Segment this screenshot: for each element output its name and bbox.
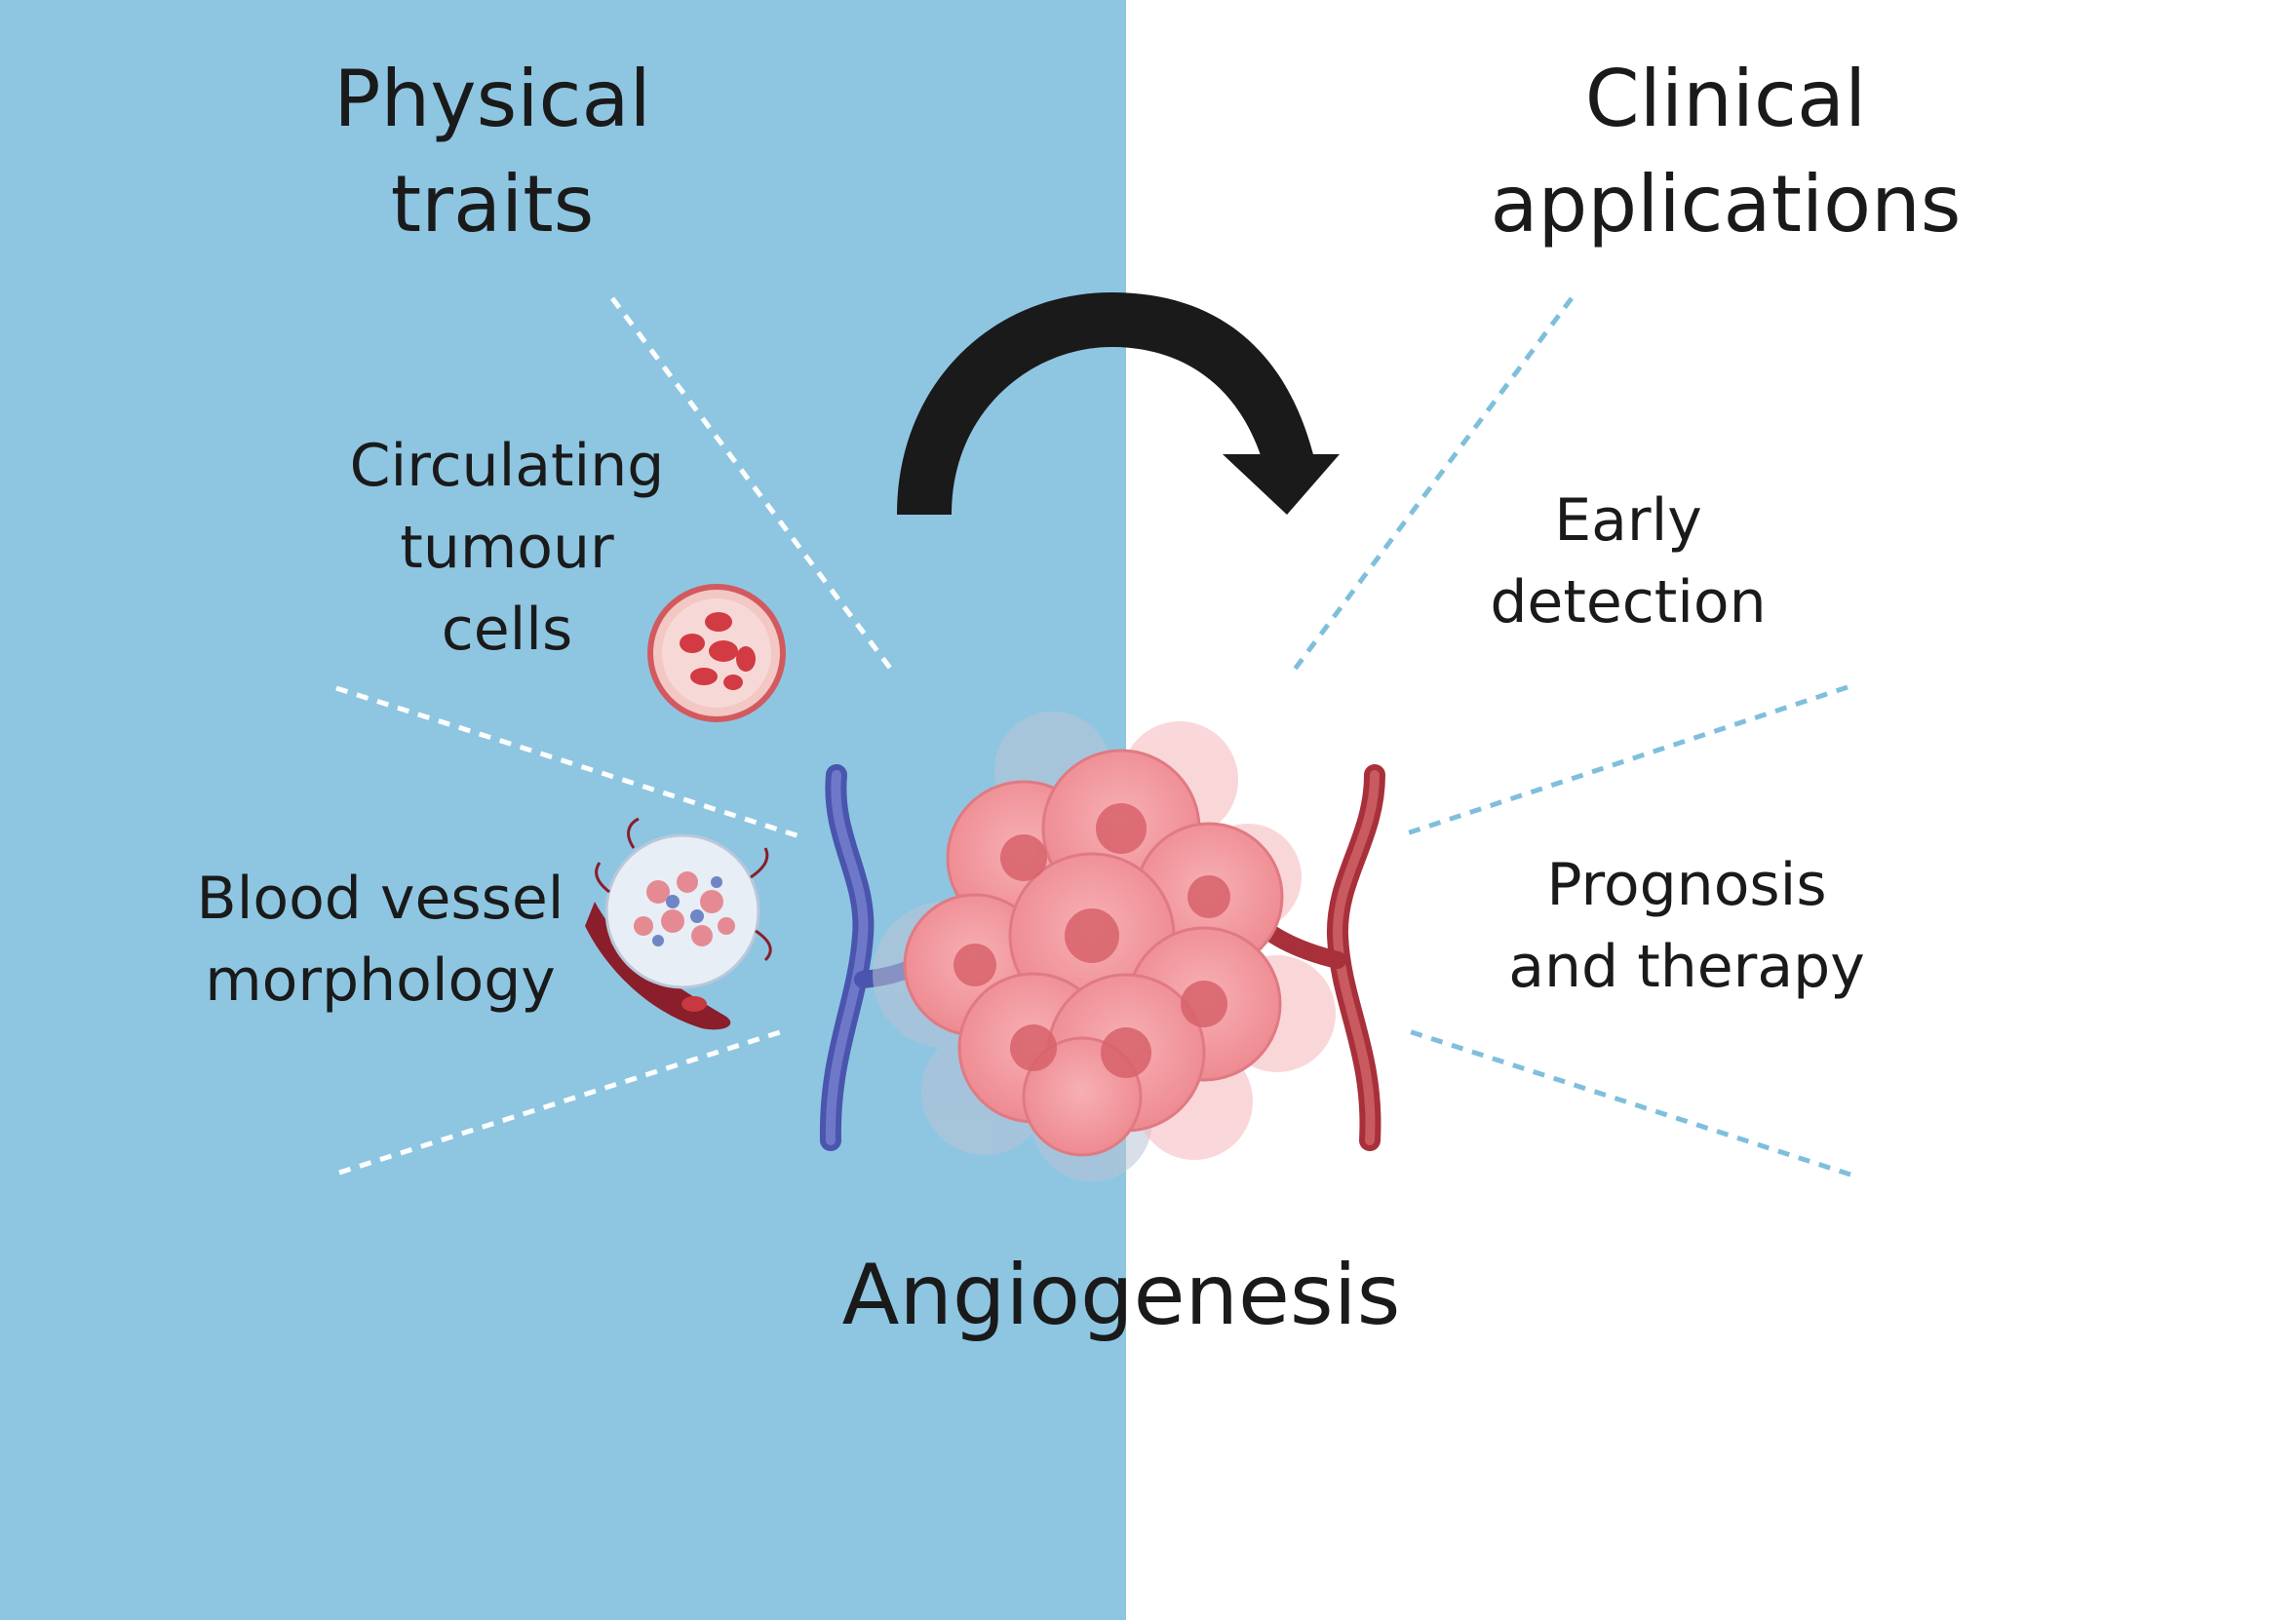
heading-line: applications bbox=[1490, 159, 1962, 250]
left-connector-lines bbox=[335, 296, 897, 1176]
red-blood-cell-circle-icon bbox=[647, 584, 786, 722]
heading-line: Clinical bbox=[1584, 54, 1867, 144]
heading-physical-traits: Physical traits bbox=[292, 47, 692, 257]
label-line: cells bbox=[441, 596, 573, 664]
label-line: Blood vessel bbox=[196, 865, 564, 933]
label-blood-vessel-morphology: Blood vessel morphology bbox=[166, 858, 595, 1022]
label-line: Circulating bbox=[349, 432, 665, 500]
heading-clinical-applications: Clinical applications bbox=[1433, 47, 2018, 257]
heading-line: Physical bbox=[333, 54, 651, 144]
tumour-mass-icon bbox=[873, 712, 1336, 1181]
right-connector-lines bbox=[1288, 296, 1851, 1177]
label-angiogenesis: Angiogenesis bbox=[841, 1247, 1401, 1344]
label-early-detection: Early detection bbox=[1443, 480, 1813, 643]
label-circulating-tumour-cells: Circulating tumour cells bbox=[322, 425, 692, 671]
label-line: Early bbox=[1554, 486, 1702, 555]
label-line: tumour bbox=[400, 514, 614, 582]
label-prognosis-and-therapy: Prognosis and therapy bbox=[1462, 844, 1911, 1008]
label-line: and therapy bbox=[1508, 933, 1865, 1001]
label-line: detection bbox=[1490, 568, 1767, 636]
label-line: Prognosis bbox=[1546, 851, 1827, 919]
left-panel-background bbox=[0, 0, 1126, 1620]
heading-line: traits bbox=[390, 159, 595, 250]
blood-vessel-cross-section-icon bbox=[585, 817, 772, 1030]
curved-arrow-icon bbox=[897, 292, 1340, 515]
label-line: morphology bbox=[205, 946, 556, 1015]
